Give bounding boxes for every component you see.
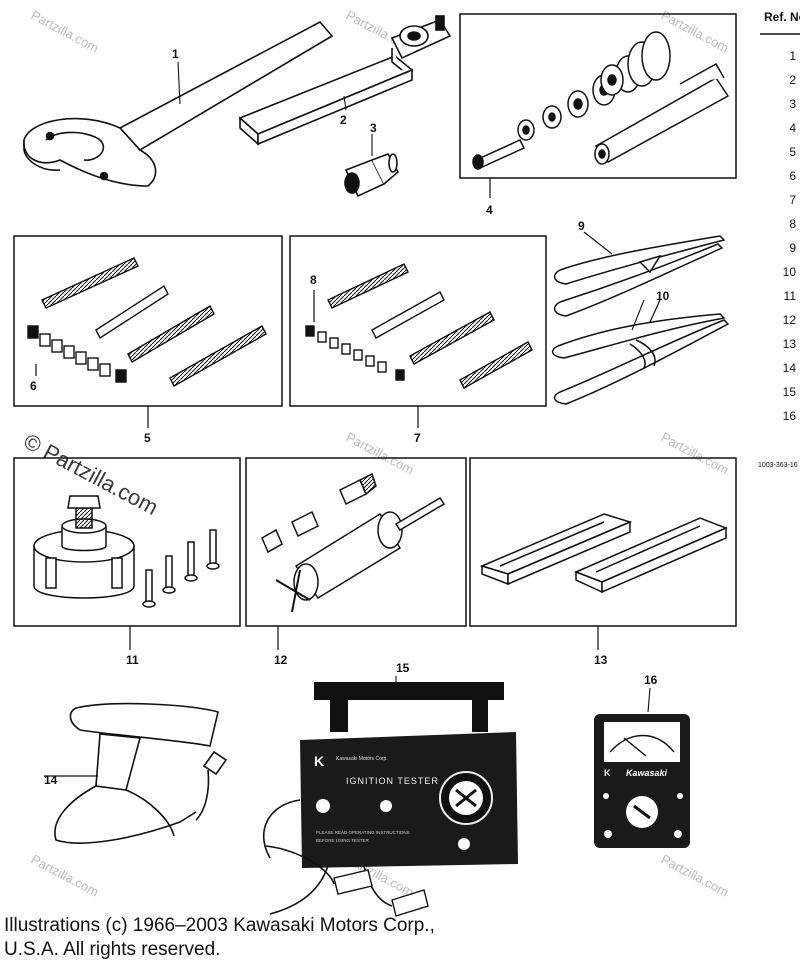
ref-number: 3 — [789, 97, 796, 111]
ref-number: 10 — [783, 265, 797, 279]
meter-brand-mark: K — [604, 768, 611, 778]
callout-11: 11 — [126, 653, 139, 667]
callout-2: 2 — [340, 113, 347, 127]
tester-name: IGNITION TESTER — [346, 776, 439, 786]
callout-12: 12 — [274, 653, 288, 667]
callout-4: 4 — [486, 203, 493, 217]
watermark-small: Partzilla.com — [29, 7, 102, 55]
part-9-pliers — [553, 231, 726, 317]
callout-15: 15 — [396, 661, 410, 675]
part-10-pliers — [551, 299, 730, 405]
ref-number: 5 — [789, 145, 796, 159]
part-16-meter: K Kawasaki — [594, 714, 690, 848]
tester-brand-mark: K — [314, 753, 324, 769]
ref-number: 6 — [789, 169, 796, 183]
part-1-spanner-wrench — [23, 20, 334, 187]
copyright-line-2: U.S.A. All rights reserved. — [4, 939, 221, 960]
callout-5: 5 — [144, 431, 151, 445]
ref-number: 4 — [789, 121, 796, 135]
meter-brand: Kawasaki — [626, 768, 668, 778]
tester-maker: Kawasaki Motors Corp. — [336, 756, 388, 762]
ref-number: 14 — [783, 361, 797, 375]
callout-16: 16 — [644, 673, 658, 687]
watermark-small: Partzilla.com — [659, 429, 732, 477]
callout-6: 6 — [30, 379, 37, 393]
part-11-box — [13, 457, 241, 650]
ref-number: 9 — [789, 241, 796, 255]
part-3-adapter — [344, 153, 400, 198]
callout-10: 10 — [656, 289, 670, 303]
watermark-small: Partzilla.com — [344, 429, 417, 477]
ref-number: 1 — [789, 49, 796, 63]
ref-number: 7 — [789, 193, 796, 207]
callout-7: 7 — [414, 431, 421, 445]
watermark-small: Partzilla.com — [659, 851, 732, 899]
callout-13: 13 — [594, 653, 608, 667]
part-12-box — [245, 457, 467, 650]
part-4-box — [459, 13, 737, 198]
copyright-line-1: Illustrations (c) 1966–2003 Kawasaki Mot… — [4, 915, 435, 936]
callout-3: 3 — [370, 121, 377, 135]
ref-number: 2 — [789, 73, 796, 87]
diagram-code: 1003-363-16 — [758, 462, 798, 469]
ref-number: 8 — [789, 217, 796, 231]
callout-9: 9 — [578, 219, 585, 233]
callout-8: 8 — [310, 273, 317, 287]
tester-fine-print-2: BEFORE USING TESTER — [316, 838, 370, 843]
tester-knob-icon — [458, 838, 470, 850]
part-2-shaft-clamp — [238, 15, 452, 146]
part-7-box — [289, 235, 547, 428]
callout-14: 14 — [44, 773, 58, 787]
part-5-box — [13, 235, 283, 428]
ref-number: 12 — [783, 313, 797, 327]
ref-number: 13 — [783, 337, 797, 351]
leader-lines — [177, 61, 651, 713]
callout-1: 1 — [172, 47, 179, 61]
copyright-notice: Illustrations (c) 1966–2003 Kawasaki Mot… — [4, 914, 564, 962]
tester-switch-icon — [316, 799, 330, 813]
tester-fine-print-1: PLEASE READ OPERATING INSTRUCTIONS — [316, 830, 410, 835]
ref-number: 11 — [784, 289, 797, 303]
part-15-ignition-tester: K Kawasaki Motors Corp. IGNITION TESTER … — [262, 682, 518, 917]
ref-number: 16 — [783, 409, 797, 423]
part-13-box — [469, 457, 737, 650]
ref-number: 15 — [783, 385, 797, 399]
part-14-timing-light — [44, 702, 228, 844]
watermark-small: Partzilla.com — [29, 851, 102, 899]
tester-indicator-icon — [380, 800, 392, 812]
ref-column-header: Ref. No. — [764, 10, 800, 24]
